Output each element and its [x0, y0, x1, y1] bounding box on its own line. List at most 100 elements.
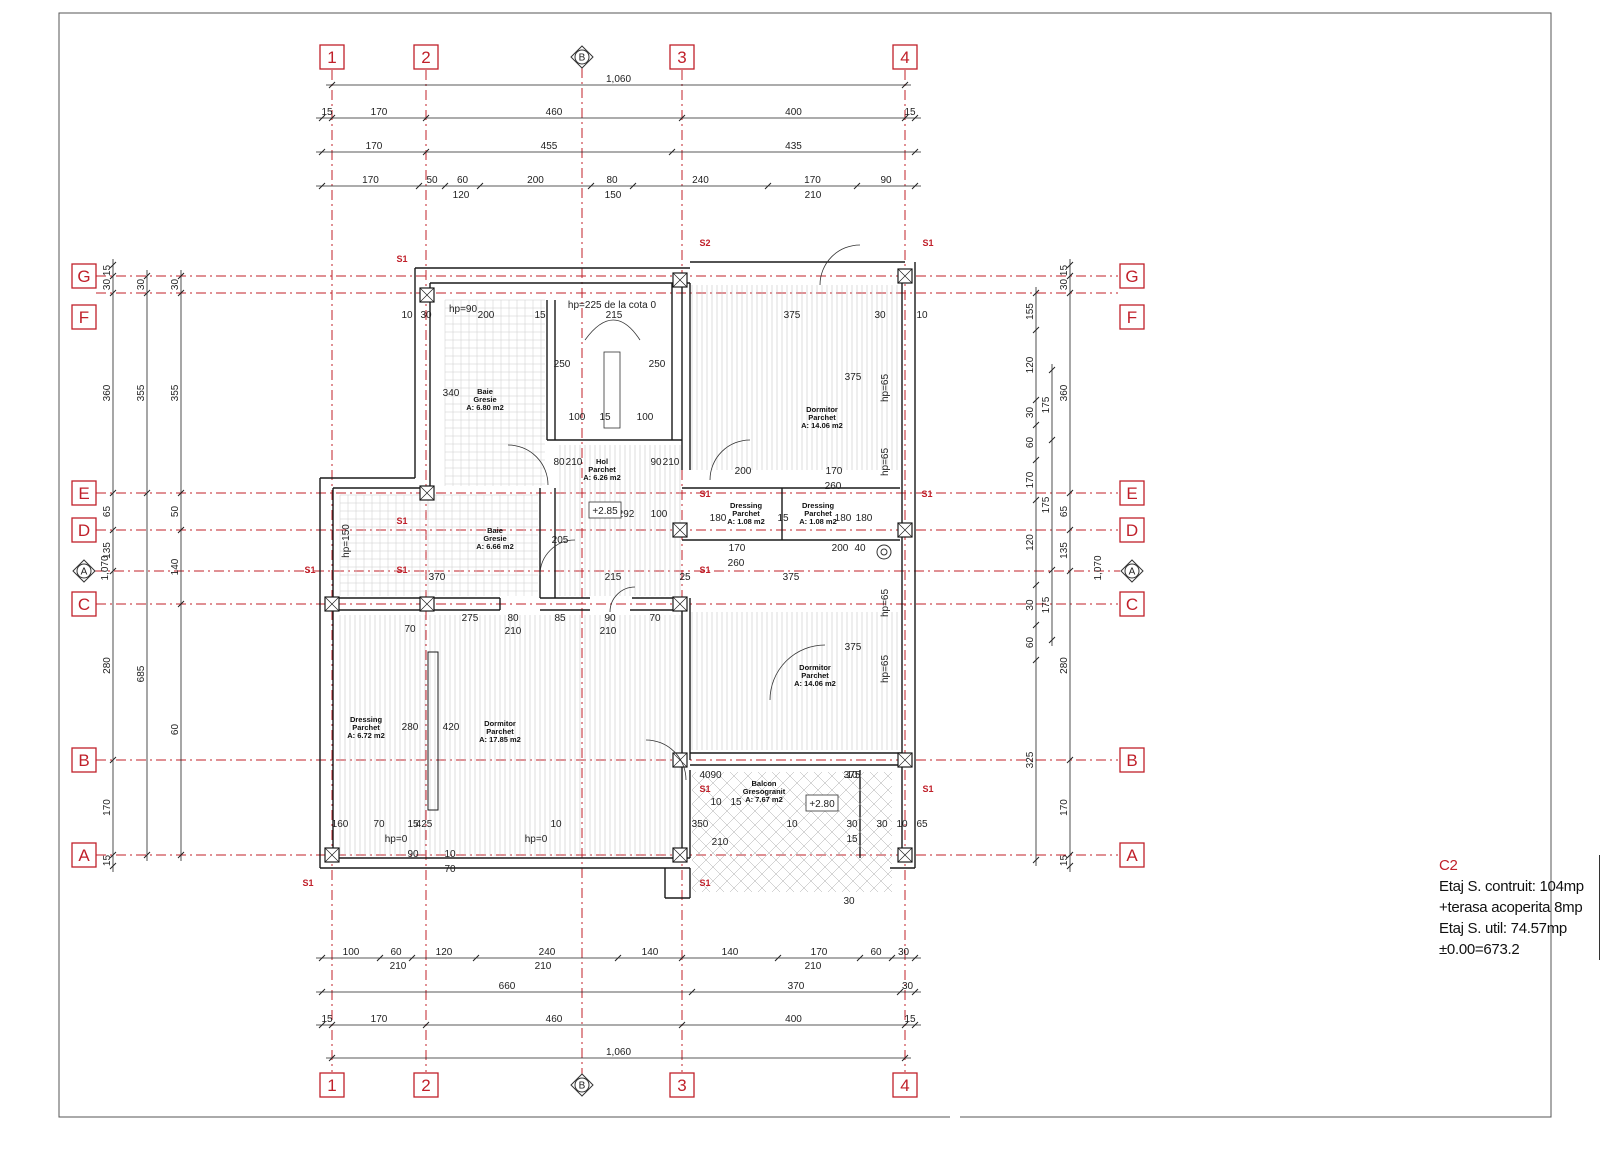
structure-tag: S1 — [699, 878, 710, 888]
axis-bubble-2 — [413, 1072, 439, 1098]
dim-left-col1-tick — [109, 851, 117, 859]
dim-bottom-row1-tick — [376, 954, 384, 962]
interior-dimension-label: 100 — [637, 412, 654, 423]
dim-bottom-row1-label: 60 — [870, 947, 882, 958]
dim-bottom-row1-tick — [856, 954, 864, 962]
column-hatch — [672, 847, 688, 863]
section-marker-B-bottom-label: B — [579, 1081, 586, 1092]
dim-top-total-tick — [901, 81, 909, 89]
axis-bubble-A — [1119, 842, 1145, 868]
axis-label-F: F — [79, 308, 89, 327]
column-hatch — [419, 287, 435, 303]
balcony-hatch-line — [785, 772, 892, 879]
dim-left-col2-tick — [143, 272, 151, 280]
interior-dimension-label: 210 — [505, 626, 522, 637]
dim-left-col1-tick — [109, 862, 117, 870]
dim-left-col3-tick — [177, 272, 185, 280]
dim-top-row1-tick — [911, 114, 919, 122]
axis-bubble-1 — [319, 1072, 345, 1098]
dim-left-col1-tick — [109, 289, 117, 297]
dim-right-col2-tick — [1066, 289, 1074, 297]
dim-bottom-row3-tick — [911, 1021, 919, 1029]
column-hatch — [897, 522, 913, 538]
dim-top-row3-label: 90 — [880, 175, 892, 186]
dim-bottom-row1b-label: 210 — [535, 961, 552, 972]
balcony-hatch-line — [926, 772, 1046, 892]
dim-right-col2-label: 30 — [1059, 279, 1070, 291]
dim-right-col2-label: 280 — [1059, 657, 1070, 674]
section-marker-B-top-circle — [574, 49, 590, 65]
dim-top-row1-label: 400 — [785, 107, 802, 118]
dim-bottom-row1-label: 60 — [390, 947, 402, 958]
dim-bottom-row3-label: 15 — [321, 1014, 333, 1025]
room-label-floor: Parchet — [486, 727, 514, 736]
dim-bottom-row2-label: 30 — [902, 981, 914, 992]
balcony-hatch-line — [940, 772, 1060, 892]
dim-right-col3-tick — [1048, 366, 1056, 374]
dim-left-col3-tick — [177, 289, 185, 297]
dim-bottom-row1-tick — [408, 954, 416, 962]
dim-right-col1-label: 30 — [1025, 599, 1036, 611]
interior-dimension-label: 10 — [896, 819, 908, 830]
interior-dimension-label: 90 — [650, 457, 662, 468]
interior-dimension-label: 200 — [832, 543, 849, 554]
dim-left-col3-label: 140 — [170, 558, 181, 575]
dim-top-row2-label: 170 — [366, 141, 383, 152]
axis-label-4: 4 — [900, 48, 909, 67]
interior-dimension-label: 375 — [845, 372, 862, 383]
interior-dimension-label: 15 — [599, 412, 611, 423]
dim-right-col1-tick — [1032, 621, 1040, 629]
built-area-text: Etaj S. contruit: 104mp — [1439, 878, 1584, 895]
interior-dimension-label: 10 — [786, 819, 798, 830]
interior-dimension-label: 15 — [777, 513, 789, 524]
dim-left-col2-label: 355 — [136, 384, 147, 401]
dim-bottom-row1-tick — [472, 954, 480, 962]
structure-tag: S1 — [396, 254, 407, 264]
axis-label-3: 3 — [677, 1076, 686, 1095]
dim-bottom-row2-tick — [318, 988, 326, 996]
dim-bottom-row1-label: 100 — [343, 947, 360, 958]
door-swing — [507, 444, 549, 486]
dim-left-col1-label: 360 — [102, 384, 113, 401]
structure-tag: S1 — [302, 878, 313, 888]
interior-dimension-label: 215 — [605, 572, 622, 583]
dim-right-col2-label: 15 — [1059, 265, 1070, 277]
axis-bubble-E — [71, 480, 97, 506]
dim-top-row1-tick — [901, 114, 909, 122]
dim-bottom-row1-label: 30 — [898, 947, 910, 958]
dim-top-row1-tick — [328, 114, 336, 122]
balcony-hatch-line — [692, 789, 795, 892]
dim-left-col1-tick — [109, 261, 117, 269]
height-label: hp=225 de la cota 0 — [568, 300, 657, 311]
dim-left-col2-label: 685 — [136, 665, 147, 682]
dim-left-col3-label: 355 — [170, 384, 181, 401]
dim-right-col1-label: 120 — [1025, 534, 1036, 551]
room-label-name: Dormitor — [799, 663, 831, 672]
dim-right-col2-label: 65 — [1059, 506, 1070, 518]
interior-dimension-label: 292 — [618, 509, 635, 520]
room-label-area: A: 6.66 m2 — [476, 542, 514, 551]
interior-dimension-label: 210 — [663, 457, 680, 468]
axis-label-E: E — [78, 484, 89, 503]
height-label: hp=0 — [525, 834, 548, 845]
door-swing — [769, 644, 826, 701]
dim-right-col1-tick — [1032, 421, 1040, 429]
interior-dimension-label: 70 — [444, 864, 456, 875]
column-hatch — [419, 485, 435, 501]
dim-bottom-row1-tick — [318, 954, 326, 962]
dim-bottom-row2-label: 660 — [499, 981, 516, 992]
interior-dimension-label: 420 — [443, 722, 460, 733]
dim-bottom-row1-tick — [614, 954, 622, 962]
room-label-name: Dormitor — [806, 405, 838, 414]
interior-dimension-label: 375 — [784, 310, 801, 321]
interior-dimension-label: 70 — [649, 613, 661, 624]
dim-bottom-row1-label: 140 — [722, 947, 739, 958]
balcony-hatch-line — [940, 772, 1060, 892]
axis-label-D: D — [78, 521, 90, 540]
dim-left-col3-label: 30 — [170, 279, 181, 291]
elevation-text: ±0.00=673.2 — [1439, 941, 1520, 958]
balcony-hatch-line — [692, 775, 809, 892]
sheet-frame — [58, 12, 1552, 1118]
info-block: C2 Etaj S. contruit: 104mp +terasa acope… — [1439, 855, 1600, 960]
